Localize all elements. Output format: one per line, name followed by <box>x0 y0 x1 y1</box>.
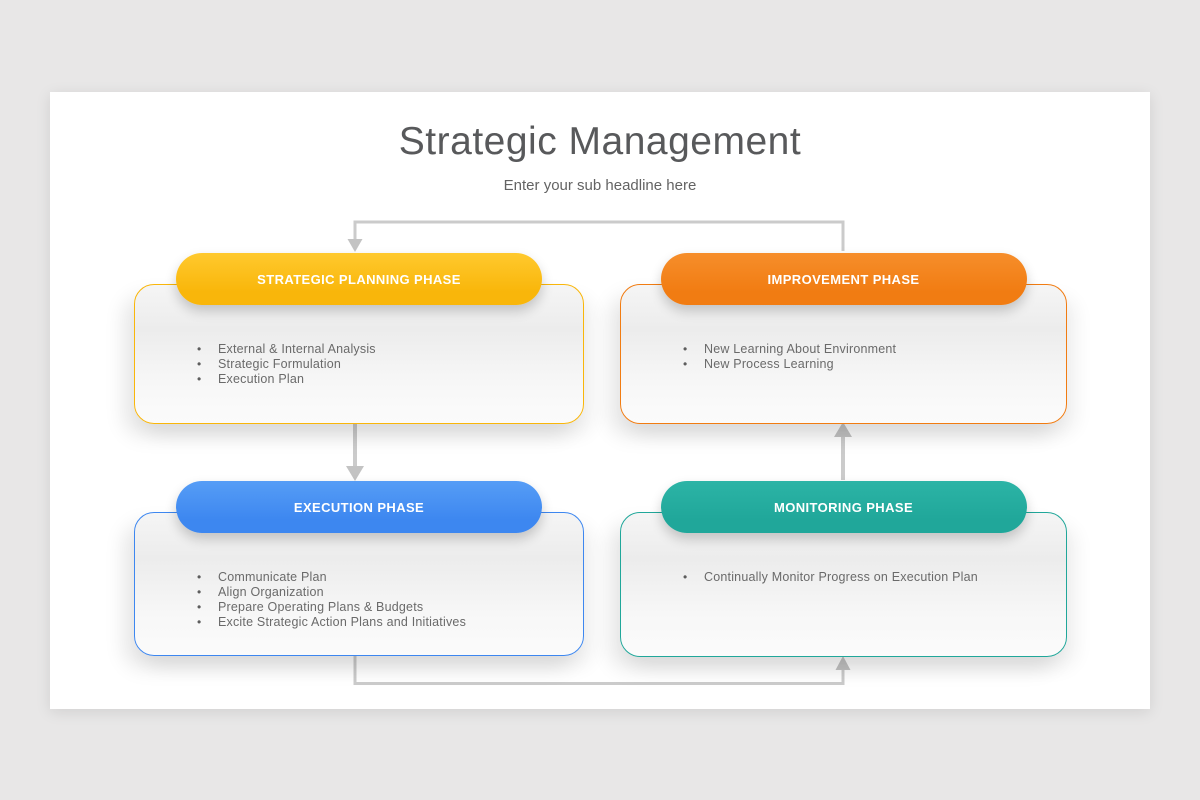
bullet-item: • Strategic Formulation <box>197 357 565 372</box>
bullet-text: Align Organization <box>218 585 324 599</box>
bullet-dot-icon: • <box>683 570 688 584</box>
bullet-text: New Learning About Environment <box>704 342 897 356</box>
arrowhead-up-icon <box>834 422 852 437</box>
bullet-text: Continually Monitor Progress on Executio… <box>704 570 978 584</box>
bullet-dot-icon: • <box>197 342 202 356</box>
bullet-text: External & Internal Analysis <box>218 342 376 356</box>
bullet-item: • Prepare Operating Plans & Budgets <box>197 600 565 615</box>
phase-card-execution: EXECUTION PHASE • Communicate Plan • Align … <box>134 481 584 656</box>
phase-card-strategic-planning: STRATEGIC PLANNING PHASE • External & Int… <box>134 253 584 424</box>
bullet-text: Prepare Operating Plans & Budgets <box>218 600 424 614</box>
bullet-dot-icon: • <box>683 357 688 371</box>
bullet-list-execution: • Communicate Plan • Align Organization • Pre… <box>197 570 565 630</box>
phase-header-monitoring: MONITORING PHASE <box>660 481 1027 533</box>
bullet-dot-icon: • <box>197 615 202 629</box>
bullet-item: • New Process Learning <box>683 357 1048 372</box>
bullet-dot-icon: • <box>683 342 688 356</box>
bullet-list-improvement: • New Learning About Environment • New Proc… <box>683 342 1048 372</box>
page-subtitle: Enter your sub headline here <box>503 177 697 194</box>
bullet-list-monitoring: • Continually Monitor Progress on Executi… <box>683 570 1048 585</box>
phase-header-improvement: IMPROVEMENT PHASE <box>660 253 1027 305</box>
connector-execution-to-monitoring <box>353 654 845 685</box>
phase-header-strategic-planning: STRATEGIC PLANNING PHASE <box>176 253 542 305</box>
bullet-text: Communicate Plan <box>218 570 327 584</box>
bullet-item: • Align Organization <box>197 585 565 600</box>
bullet-item: • Execution Plan <box>197 372 565 387</box>
arrowhead-down-icon <box>347 239 363 252</box>
bullet-item: • Excite Strategic Action Plans and Initi… <box>197 615 565 630</box>
flow-connectors <box>346 220 852 685</box>
bullet-item: • New Learning About Environment <box>683 342 1048 357</box>
slide: Strategic Management Enter your sub head… <box>50 92 1150 709</box>
bullet-text: Strategic Formulation <box>218 357 341 371</box>
bullet-item: • External & Internal Analysis <box>197 342 565 357</box>
connector-improvement-to-planning <box>353 220 845 251</box>
phase-header-label: EXECUTION PHASE <box>293 499 425 515</box>
bullet-list-strategic-planning: • External & Internal Analysis • Strategic … <box>197 342 565 387</box>
bullet-dot-icon: • <box>197 570 202 584</box>
phase-header-label: IMPROVEMENT PHASE <box>767 271 920 287</box>
bullet-item: • Communicate Plan <box>197 570 565 585</box>
bullet-dot-icon: • <box>197 585 202 599</box>
phase-header-label: MONITORING PHASE <box>773 499 914 515</box>
bullet-text: Excite Strategic Action Plans and Initia… <box>218 615 467 629</box>
phase-card-monitoring: MONITORING PHASE • Continually Monitor Pr… <box>620 481 1067 657</box>
arrowhead-down-icon <box>346 466 364 481</box>
bullet-dot-icon: • <box>197 600 202 614</box>
bullet-text: New Process Learning <box>704 357 834 371</box>
phase-header-label: STRATEGIC PLANNING PHASE <box>257 271 461 287</box>
phase-card-improvement: IMPROVEMENT PHASE • New Learning About En… <box>620 253 1067 424</box>
bullet-dot-icon: • <box>197 372 202 386</box>
bullet-text: Execution Plan <box>218 372 305 386</box>
phase-header-execution: EXECUTION PHASE <box>176 481 542 533</box>
page-title: Strategic Management <box>398 120 802 163</box>
bullet-dot-icon: • <box>197 357 202 371</box>
bullet-item: • Continually Monitor Progress on Executi… <box>683 570 1048 585</box>
arrowhead-up-icon <box>835 656 851 670</box>
